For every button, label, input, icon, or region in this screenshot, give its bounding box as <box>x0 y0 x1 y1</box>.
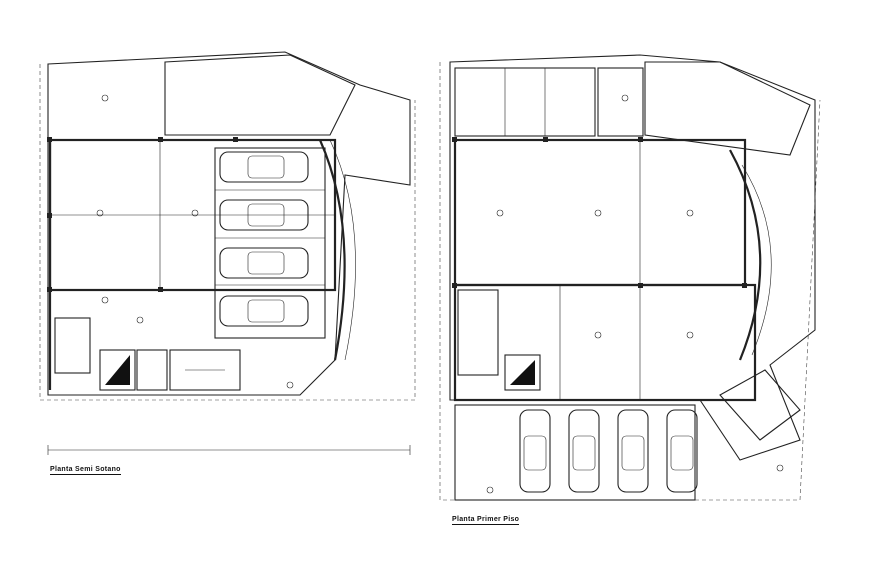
right-plan-title: Planta Primer Piso <box>452 516 520 525</box>
parked-car <box>219 151 309 183</box>
parked-car <box>519 409 551 493</box>
parked-car <box>617 409 649 493</box>
stair-left <box>54 317 91 374</box>
parked-car <box>219 199 309 231</box>
parked-car <box>219 247 309 279</box>
left-floor-plan <box>39 51 416 455</box>
parked-car <box>219 295 309 327</box>
right-parking-cars <box>519 409 698 493</box>
right-floor-plan <box>439 54 821 501</box>
parked-car <box>568 409 600 493</box>
ramp-hatch <box>164 54 356 136</box>
parked-car <box>666 409 698 493</box>
left-parking-cars <box>219 151 309 327</box>
left-plan-title: Planta Semi Sotano <box>50 466 121 475</box>
